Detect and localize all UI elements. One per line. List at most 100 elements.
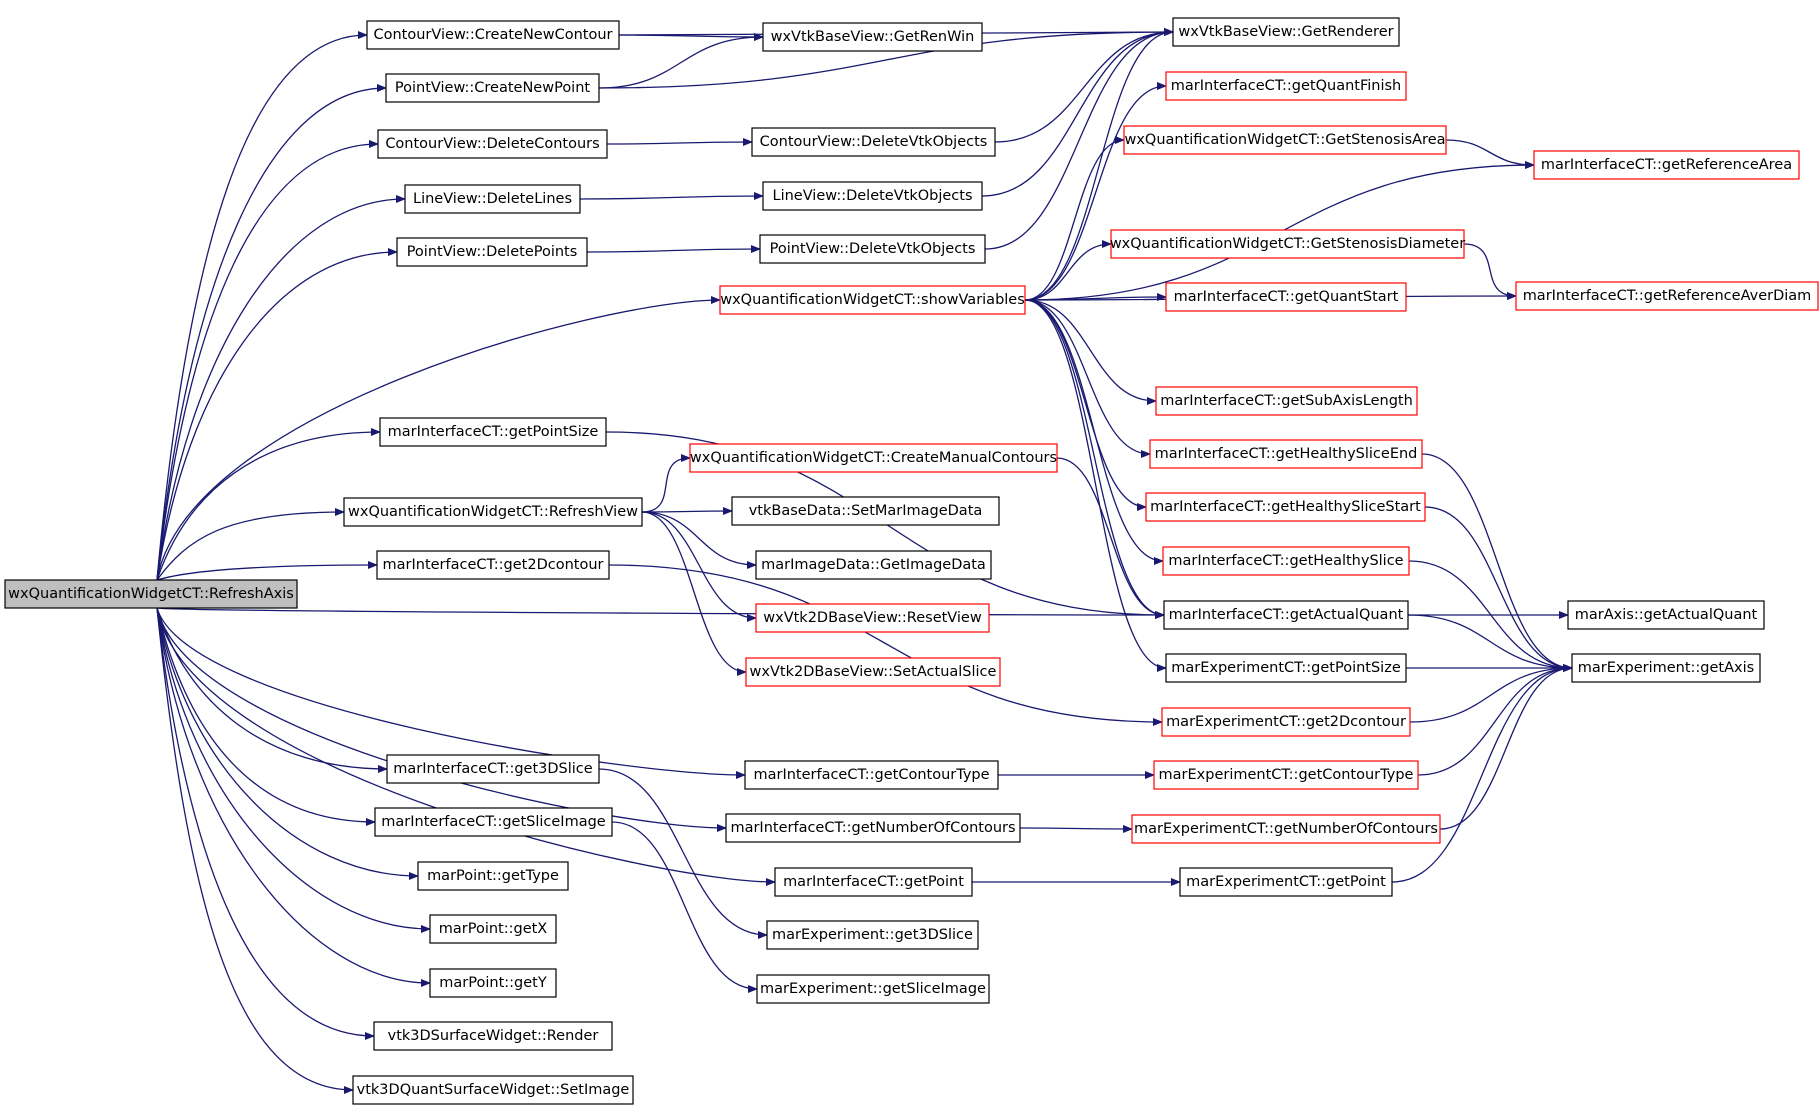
call-edge [1024,299,1151,458]
node-setmarimage[interactable]: vtkBaseData::SetMarImageData [731,496,1000,526]
call-edge [611,821,758,993]
node-label: marImageData::GetImageData [761,557,986,573]
node-me-getsliceimage[interactable]: marExperiment::getSliceImage [756,974,990,1004]
node-label: wxQuantificationWidgetCT::CreateManualCo… [690,450,1057,466]
node-label: marInterfaceCT::getPointSize [388,424,599,440]
call-edge [1024,299,1164,565]
node-label: marInterfaceCT::getHealthySliceStart [1150,499,1421,515]
node-label: marInterfaceCT::getPoint [783,874,964,890]
node-mect-getpoint[interactable]: marExperimentCT::getPoint [1179,867,1393,897]
node-maraxis-getactualquant[interactable]: marAxis::getActualQuant [1567,600,1765,630]
node-getrenwin[interactable]: wxVtkBaseView::GetRenWin [762,22,983,52]
node-render[interactable]: vtk3DSurfaceWidget::Render [373,1021,613,1051]
node-pv-delvtk[interactable]: PointView::DeleteVtkObjects [759,234,986,264]
node-cv-create[interactable]: ContourView::CreateNewContour [366,20,620,50]
call-edge [1024,299,1167,672]
node-label: wxVtk2DBaseView::ResetView [763,610,982,626]
call-edge [156,561,378,581]
node-box [386,754,600,784]
node-getpointsize[interactable]: marInterfaceCT::getPointSize [379,417,607,447]
node-box [1153,760,1419,790]
node-box [762,22,983,52]
node-label: ContourView::DeleteContours [385,136,599,152]
node-box [755,603,990,633]
node-getimagedata[interactable]: marImageData::GetImageData [755,550,992,580]
node-label: marInterfaceCT::get2Dcontour [383,557,604,573]
node-label: marExperimentCT::get2Dcontour [1166,714,1406,730]
node-box [1110,229,1465,259]
node-box [759,234,986,264]
node-getquantfinish[interactable]: marInterfaceCT::getQuantFinish [1165,71,1407,101]
node-getrefarea[interactable]: marInterfaceCT::getReferenceArea [1533,150,1800,180]
node-getrefaverdiam[interactable]: marInterfaceCT::getReferenceAverDiam [1515,281,1819,311]
node-box [429,968,557,998]
node-label: vtk3DQuantSurfaceWidget::SetImage [357,1082,630,1098]
node-showvars[interactable]: wxQuantificationWidgetCT::showVariables [719,285,1026,315]
node-label: marInterfaceCT::getSliceImage [381,814,606,830]
node-gethealthyend[interactable]: marInterfaceCT::getHealthySliceEnd [1149,439,1423,469]
call-edge [1391,664,1573,883]
node-mp-gety[interactable]: marPoint::getY [429,968,557,998]
node-me-get3dslice[interactable]: marExperiment::get3DSlice [766,920,979,950]
call-edge [156,428,381,581]
node-pv-create[interactable]: PointView::CreateNewPoint [385,73,600,103]
node-get3dslice[interactable]: marInterfaceCT::get3DSlice [386,754,600,784]
node-cv-delvtk[interactable]: ContourView::DeleteVtkObjects [751,127,996,157]
call-edge [994,28,1174,143]
node-resetview[interactable]: wxVtk2DBaseView::ResetView [755,603,990,633]
node-getsliceimage[interactable]: marInterfaceCT::getSliceImage [374,807,613,837]
node-root[interactable]: wxQuantificationWidgetCT::RefreshAxis [4,579,298,609]
node-label: marExperimentCT::getContourType [1159,767,1414,783]
call-edge [641,511,747,676]
call-edge [1424,506,1573,672]
node-getrenderer[interactable]: wxVtkBaseView::GetRenderer [1172,17,1400,47]
node-box [379,417,607,447]
node-label: marInterfaceCT::getReferenceArea [1541,157,1792,173]
node-box [1155,386,1418,416]
node-label: PointView::DeleteVtkObjects [770,241,976,257]
node-getpoint[interactable]: marInterfaceCT::getPoint [774,867,973,897]
node-gethealthy[interactable]: marInterfaceCT::getHealthySlice [1162,546,1410,576]
node-mect-getcontourtype[interactable]: marExperimentCT::getContourType [1153,760,1419,790]
node-mect-getnumcontours[interactable]: marExperimentCT::getNumberOfContours [1131,814,1441,844]
node-getstenosisdiam[interactable]: wxQuantificationWidgetCT::GetStenosisDia… [1110,229,1465,259]
node-mect-get2d[interactable]: marExperimentCT::get2Dcontour [1161,707,1411,737]
call-edge [1024,299,1157,405]
node-lv-delete[interactable]: LineView::DeleteLines [404,184,581,214]
node-label: wxQuantificationWidgetCT::GetStenosisDia… [1110,236,1465,252]
node-box [1165,282,1407,312]
node-gethealthystart[interactable]: marInterfaceCT::getHealthySliceStart [1145,492,1426,522]
node-setactualslice[interactable]: wxVtk2DBaseView::SetActualSlice [745,657,1001,687]
node-lv-delvtk[interactable]: LineView::DeleteVtkObjects [762,181,983,211]
call-edge [156,508,345,581]
node-cv-delete[interactable]: ContourView::DeleteContours [377,129,608,159]
node-box [1165,71,1407,101]
node-getnumcontours[interactable]: marInterfaceCT::getNumberOfContours [725,813,1021,843]
node-mp-gettype[interactable]: marPoint::getType [417,861,569,891]
call-edge [1409,664,1573,723]
node-mp-getx[interactable]: marPoint::getX [429,914,557,944]
node-setimage[interactable]: vtk3DQuantSurfaceWidget::SetImage [352,1075,634,1105]
node-getactualquant[interactable]: marInterfaceCT::getActualQuant [1163,600,1409,630]
node-refreshview[interactable]: wxQuantificationWidgetCT::RefreshView [343,497,643,527]
node-createmanual[interactable]: wxQuantificationWidgetCT::CreateManualCo… [689,443,1058,473]
node-label: marInterfaceCT::getQuantFinish [1171,78,1402,94]
node-getquantstart[interactable]: marInterfaceCT::getQuantStart [1165,282,1407,312]
node-label: marExperiment::getSliceImage [760,981,986,997]
node-box [774,867,973,897]
node-label: marExperimentCT::getNumberOfContours [1134,821,1438,837]
node-get2d[interactable]: marInterfaceCT::get2Dcontour [376,550,610,580]
node-mect-getpointsize[interactable]: marExperimentCT::getPointSize [1165,653,1407,683]
call-edge [1024,136,1125,301]
node-box [385,73,600,103]
node-getcontourtype[interactable]: marInterfaceCT::getContourType [744,760,999,790]
call-edge [641,454,691,513]
node-me-getaxis[interactable]: marExperiment::getAxis [1571,653,1761,683]
node-label: marInterfaceCT::getReferenceAverDiam [1523,288,1812,304]
node-pv-delete[interactable]: PointView::DeletePoints [396,237,588,267]
node-getsubaxis[interactable]: marInterfaceCT::getSubAxisLength [1155,386,1418,416]
call-edge [156,140,379,581]
node-getstenosisarea[interactable]: wxQuantificationWidgetCT::GetStenosisAre… [1123,125,1447,155]
node-label: wxQuantificationWidgetCT::showVariables [720,292,1025,308]
